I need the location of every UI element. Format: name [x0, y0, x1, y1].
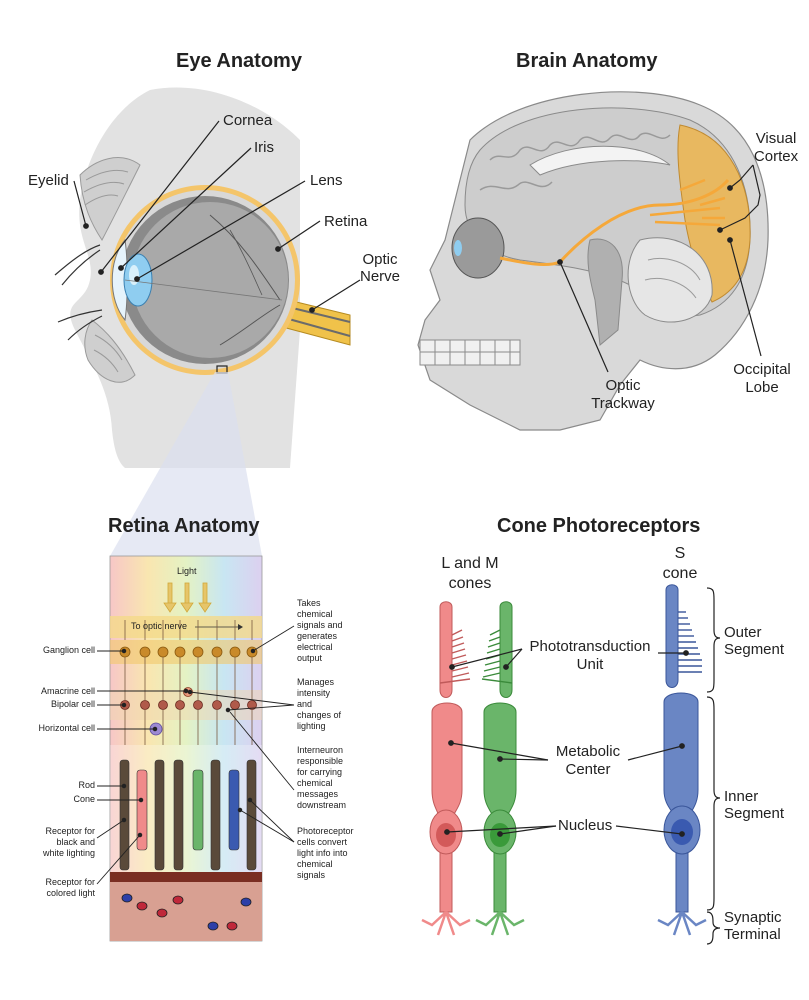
label-ganglion-cell: Ganglion cell [42, 645, 95, 655]
label-metabolic-2: Center [565, 761, 611, 778]
label-synaptic-terminal-1: Synaptic [724, 909, 782, 926]
label-eyelid: Eyelid [28, 172, 69, 189]
label-lens: Lens [310, 172, 343, 189]
label-amacrine-cell: Amacrine cell [40, 686, 95, 696]
s-cone [657, 584, 707, 936]
note-line: chemical [297, 609, 333, 619]
label-cornea: Cornea [223, 112, 273, 129]
label-metabolic-1: Metabolic [555, 743, 621, 760]
label-visual-cortex-1: Visual [755, 130, 797, 147]
cone-leader-lines [444, 648, 689, 837]
eye-anatomy-title: Eye Anatomy [176, 50, 302, 72]
brain-illustration [417, 91, 769, 431]
label-cone: Cone [73, 794, 95, 804]
note-line: intensity [297, 688, 331, 698]
cone-photoreceptors-title: Cone Photoreceptors [497, 515, 701, 537]
label-to-optic-nerve: To optic nerve [131, 621, 188, 631]
label-bipolar-cell: Bipolar cell [50, 699, 95, 709]
label-lm-cones-1: L and M [441, 555, 499, 572]
note-line: changes of [297, 710, 342, 720]
label-rod: Rod [78, 780, 95, 790]
label-occipital-lobe-1: Occipital [733, 361, 791, 378]
l-cone [421, 601, 471, 936]
label-phototransduction-2: Unit [576, 656, 604, 673]
retina-anatomy-title: Retina Anatomy [108, 515, 260, 537]
segment-braces [706, 587, 721, 945]
label-lm-cones-2: cones [448, 575, 492, 592]
label-phototransduction-1: Phototransduction [529, 638, 651, 655]
note-line: downstream [297, 800, 347, 810]
label-optic-nerve-2: Nerve [359, 268, 400, 285]
retina-illustration [109, 555, 263, 942]
note-line: generates [297, 631, 338, 641]
note-line: light info into [297, 848, 348, 858]
label-optic-nerve-1: Optic [362, 251, 398, 268]
brain-anatomy-title: Brain Anatomy [516, 50, 658, 72]
label-nucleus: Nucleus [558, 817, 613, 834]
brain-leader-lines [557, 164, 762, 373]
note-line: signals [297, 870, 326, 880]
label-retina: Retina [324, 213, 368, 230]
m-cone [475, 601, 525, 936]
note-line: chemical [297, 859, 333, 869]
note-photoreceptor-function: Photoreceptor cells convert light info i… [297, 826, 367, 881]
retina-leader-lines [96, 625, 295, 885]
label-receptor-color-2: colored light [46, 888, 95, 898]
label-light: Light [177, 566, 197, 576]
note-line: lighting [297, 721, 326, 731]
note-line: Photoreceptor [297, 826, 354, 836]
note-line: chemical [297, 778, 333, 788]
label-horizontal-cell: Horizontal cell [38, 723, 95, 733]
label-visual-cortex-2: Cortex [753, 148, 799, 165]
note-line: signals and [297, 620, 343, 630]
note-line: Manages [297, 677, 335, 687]
label-optic-trackway-1: Optic [605, 377, 641, 394]
note-line: cells convert [297, 837, 348, 847]
note-line: output [297, 653, 323, 663]
label-s-cone-2: cone [662, 565, 698, 582]
note-line: responsible [297, 756, 344, 766]
note-line: for carrying [297, 767, 343, 777]
note-ganglion-function: Takes chemical signals and generates ele… [297, 598, 367, 664]
zoom-projection [110, 372, 262, 556]
label-outer-segment-1: Outer [724, 624, 762, 641]
label-receptor-bw-2: black and [56, 837, 95, 847]
label-receptor-color-1: Receptor for [45, 877, 95, 887]
eye-leader-lines [73, 120, 361, 313]
label-outer-segment-2: Segment [724, 641, 785, 658]
note-line: Interneuron [297, 745, 344, 755]
label-occipital-lobe-2: Lobe [745, 379, 779, 396]
label-inner-segment-1: Inner [724, 788, 759, 805]
note-line: electrical [297, 642, 333, 652]
label-receptor-bw-3: white lighting [42, 848, 95, 858]
note-line: and [297, 699, 313, 709]
label-optic-trackway-2: Trackway [591, 395, 655, 412]
note-line: Takes [297, 598, 321, 608]
note-line: messages [297, 789, 339, 799]
label-iris: Iris [254, 139, 274, 156]
label-s-cone-1: S [674, 545, 686, 562]
note-amacrine-function: Manages intensity and changes of lightin… [297, 677, 367, 732]
eye-illustration [54, 87, 351, 468]
label-inner-segment-2: Segment [724, 805, 785, 822]
note-interneuron-function: Interneuron responsible for carrying che… [297, 745, 367, 811]
label-receptor-bw-1: Receptor for [45, 826, 95, 836]
label-synaptic-terminal-2: Terminal [724, 926, 781, 943]
